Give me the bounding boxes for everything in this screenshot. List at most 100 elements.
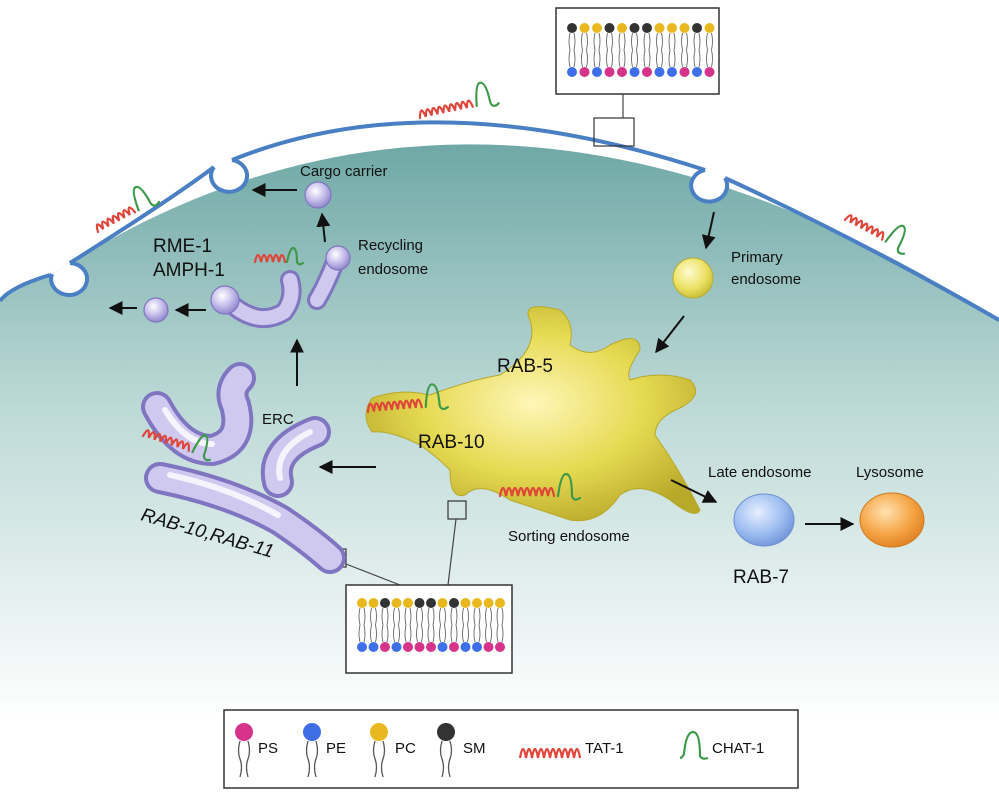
lipid-tails xyxy=(656,32,663,68)
legend-pe-label: PE xyxy=(326,740,346,757)
legend-chat1-label: CHAT-1 xyxy=(712,740,764,757)
lipid-tails xyxy=(450,607,458,643)
lipid-tails xyxy=(606,32,613,68)
lipid-headgroup-inner xyxy=(667,67,677,77)
lipid-headgroup-outer xyxy=(567,23,577,33)
legend-pc-label: PC xyxy=(395,740,416,757)
lipid-headgroup-outer xyxy=(679,23,690,33)
lipid-headgroup-outer xyxy=(667,23,677,33)
complex-recycling xyxy=(253,246,305,266)
lipid-headgroup-outer xyxy=(654,23,665,33)
lipid-headgroup-outer xyxy=(579,23,590,33)
lipid-tails xyxy=(668,32,676,68)
lipid-headgroup-inner xyxy=(604,67,615,77)
label-primary-1: Primary xyxy=(731,249,783,266)
membrane-pit-top-left xyxy=(209,158,249,194)
lipid-headgroup-outer xyxy=(704,23,715,33)
cargo-carrier-vesicle xyxy=(304,181,332,209)
legend-tat1-label: TAT-1 xyxy=(585,740,624,757)
pc-headgroup-icon xyxy=(370,723,388,741)
complex-membrane-right xyxy=(843,214,906,255)
lipid-tails xyxy=(693,32,701,68)
label-lysosome: Lysosome xyxy=(856,464,924,481)
lipid-headgroup-outer xyxy=(380,598,390,608)
legend-ps: PS xyxy=(235,723,278,778)
legend-ps-label: PS xyxy=(258,740,278,757)
complex-sorting-top xyxy=(366,383,449,414)
lipid-headgroup-outer xyxy=(604,23,615,33)
arrow-primary-to-sorting xyxy=(655,315,685,354)
lipid-headgroup-inner xyxy=(592,67,602,77)
lipid-headgroup-inner xyxy=(654,67,665,77)
arrow-pit-to-primary xyxy=(701,211,716,250)
lipid-tails xyxy=(358,607,366,643)
lipid-tails xyxy=(404,607,412,643)
lipid-tails xyxy=(462,607,469,643)
lipid-tails xyxy=(416,607,423,643)
lipid-headgroup-outer xyxy=(437,598,448,608)
lipid-headgroup-inner xyxy=(642,67,652,77)
lipid-headgroup-inner xyxy=(629,67,640,77)
lipid-tails xyxy=(618,32,626,68)
lipid-headgroup-outer xyxy=(357,598,367,608)
membrane-inset-bottom xyxy=(325,500,513,674)
lipid-headgroup-inner xyxy=(426,642,436,652)
label-sorting-endosome: Sorting endosome xyxy=(508,528,630,545)
lipid-headgroup-outer xyxy=(692,23,702,33)
lipid-tails xyxy=(439,607,446,643)
lipid-headgroup-outer xyxy=(426,598,436,608)
complex-sorting-bottom xyxy=(498,472,582,501)
lipid-headgroup-outer xyxy=(403,598,413,608)
lipid-headgroup-inner xyxy=(495,642,505,652)
lipid-tails xyxy=(381,607,389,643)
legend-sm: SM xyxy=(437,723,486,778)
pe-headgroup-icon xyxy=(303,723,321,741)
lipid-headgroup-inner xyxy=(679,67,690,77)
plasma-membrane xyxy=(0,120,999,322)
lipid-headgroup-inner xyxy=(483,642,494,652)
lipid-headgroup-outer xyxy=(617,23,627,33)
sm-headgroup-icon xyxy=(437,723,455,741)
label-recycling-1: Recycling xyxy=(358,237,423,254)
arrow-sorting-to-late xyxy=(670,479,718,503)
legend: PS PE PC SM TAT-1 CHAT-1 xyxy=(223,709,799,789)
lipid-tails xyxy=(581,32,588,68)
lipid-tails xyxy=(427,607,435,643)
lipid-headgroup-inner xyxy=(692,67,702,77)
lipid-headgroup-outer xyxy=(495,598,505,608)
lipid-tails xyxy=(370,607,377,643)
label-primary-2: endosome xyxy=(731,271,801,288)
lipid-tails xyxy=(568,32,576,68)
complex-membrane-left xyxy=(95,185,161,234)
lipid-tails xyxy=(706,32,713,68)
legend-sm-label: SM xyxy=(463,740,486,757)
arrows xyxy=(108,183,855,531)
tat1-coil-icon xyxy=(518,747,582,759)
label-rab5: RAB-5 xyxy=(497,356,553,377)
lipid-headgroup-inner xyxy=(403,642,413,652)
legend-pe: PE xyxy=(303,723,346,778)
recycling-bud-left xyxy=(210,285,240,315)
released-vesicle xyxy=(143,297,169,323)
lipid-headgroup-outer xyxy=(460,598,471,608)
legend-pc: PC xyxy=(370,723,416,778)
membrane-pit-right xyxy=(689,168,730,204)
lipid-headgroup-outer xyxy=(391,598,402,608)
legend-tat1: TAT-1 xyxy=(518,740,624,759)
tat1-chat1-complexes xyxy=(95,81,906,501)
lipid-tails xyxy=(593,32,601,68)
lipid-headgroup-inner xyxy=(472,642,482,652)
lipid-headgroup-inner xyxy=(368,642,379,652)
lipid-headgroup-outer xyxy=(449,598,459,608)
label-amph1: AMPH-1 xyxy=(153,260,225,281)
lipid-headgroup-outer xyxy=(629,23,640,33)
lipid-headgroup-inner xyxy=(437,642,448,652)
membrane-pit-left xyxy=(49,261,90,297)
late-endosome xyxy=(733,493,795,547)
sorting-endosome xyxy=(365,306,701,522)
label-rme1: RME-1 xyxy=(153,236,212,257)
recycling-endosome-bulb xyxy=(325,245,351,271)
label-erc: ERC xyxy=(262,411,294,428)
